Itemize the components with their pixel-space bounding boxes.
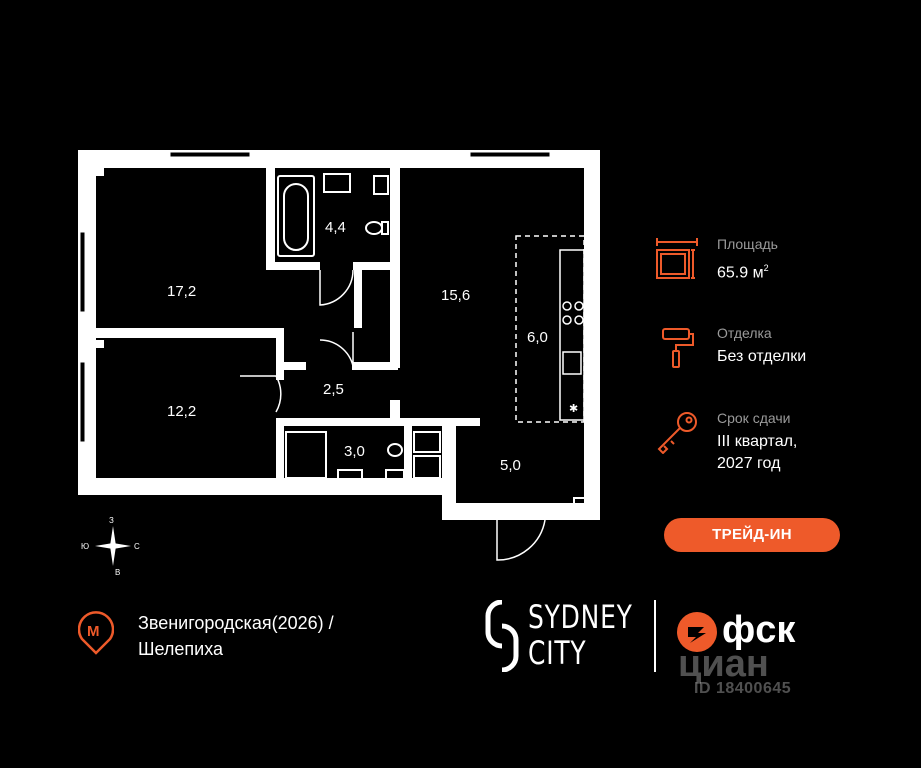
- kitchen-zone: ✱: [515, 235, 585, 423]
- compass-west: Ю: [81, 542, 89, 551]
- compass-north: З: [109, 516, 114, 525]
- room-17-2-label: 17,2: [167, 283, 196, 300]
- sydney-logo-line1: SYDNEY: [528, 598, 633, 636]
- sydney-logo-line2: CITY: [528, 634, 587, 672]
- windows: [79, 151, 551, 443]
- compass-south: В: [115, 568, 120, 577]
- deadline-caption: Срок сдачи: [717, 410, 791, 426]
- room-3-0-label: 3,0: [344, 443, 365, 460]
- compass-rose: З С В Ю: [81, 516, 140, 577]
- room-6-0-label: 6,0: [527, 329, 548, 346]
- walls: [78, 150, 600, 520]
- compass-east: С: [134, 542, 140, 551]
- metro-line1: Звенигородская(2026) /: [138, 613, 334, 633]
- room-4-4-label: 4,4: [325, 219, 346, 236]
- cian-watermark: циан: [678, 643, 769, 685]
- metro-station: Звенигородская(2026) / Шелепиха: [138, 610, 334, 662]
- metro-letter: М: [87, 623, 100, 640]
- fsk-logo-text: фск: [722, 609, 796, 651]
- finish-value: Без отделки: [717, 348, 807, 365]
- metro-line2: Шелепиха: [138, 639, 224, 659]
- compass-needle-horizontal: [95, 543, 131, 549]
- sydney-city-logo-mark: [485, 600, 519, 672]
- svg-text:✱: ✱: [569, 402, 578, 415]
- bathtub: [277, 175, 315, 257]
- room-5-0-label: 5,0: [500, 457, 521, 474]
- corner-notches: [96, 168, 600, 508]
- area-value: 65.9 м2: [717, 263, 769, 282]
- doors: [240, 269, 546, 561]
- sanitary-fixtures: [285, 173, 587, 511]
- deadline-line1: III квартал,: [717, 433, 798, 450]
- floor-plan-icon: [656, 238, 698, 279]
- finish-caption: Отделка: [717, 325, 772, 341]
- area-caption: Площадь: [717, 236, 778, 252]
- deadline-value: III квартал, 2027 год: [717, 431, 797, 475]
- logo-divider: [654, 600, 656, 672]
- trade-in-button[interactable]: ТРЕЙД-ИН: [664, 518, 840, 552]
- key-icon: [657, 412, 697, 454]
- fsk-logo-mark: [677, 612, 717, 652]
- deadline-line2: 2027 год: [717, 455, 781, 472]
- room-15-6-label: 15,6: [441, 287, 470, 304]
- room-2-5-label: 2,5: [323, 381, 344, 398]
- room-12-2-label: 12,2: [167, 403, 196, 420]
- cian-listing-id: ID 18400645: [694, 680, 792, 697]
- metro-icon: М: [78, 611, 114, 655]
- paint-roller-icon: [662, 328, 694, 368]
